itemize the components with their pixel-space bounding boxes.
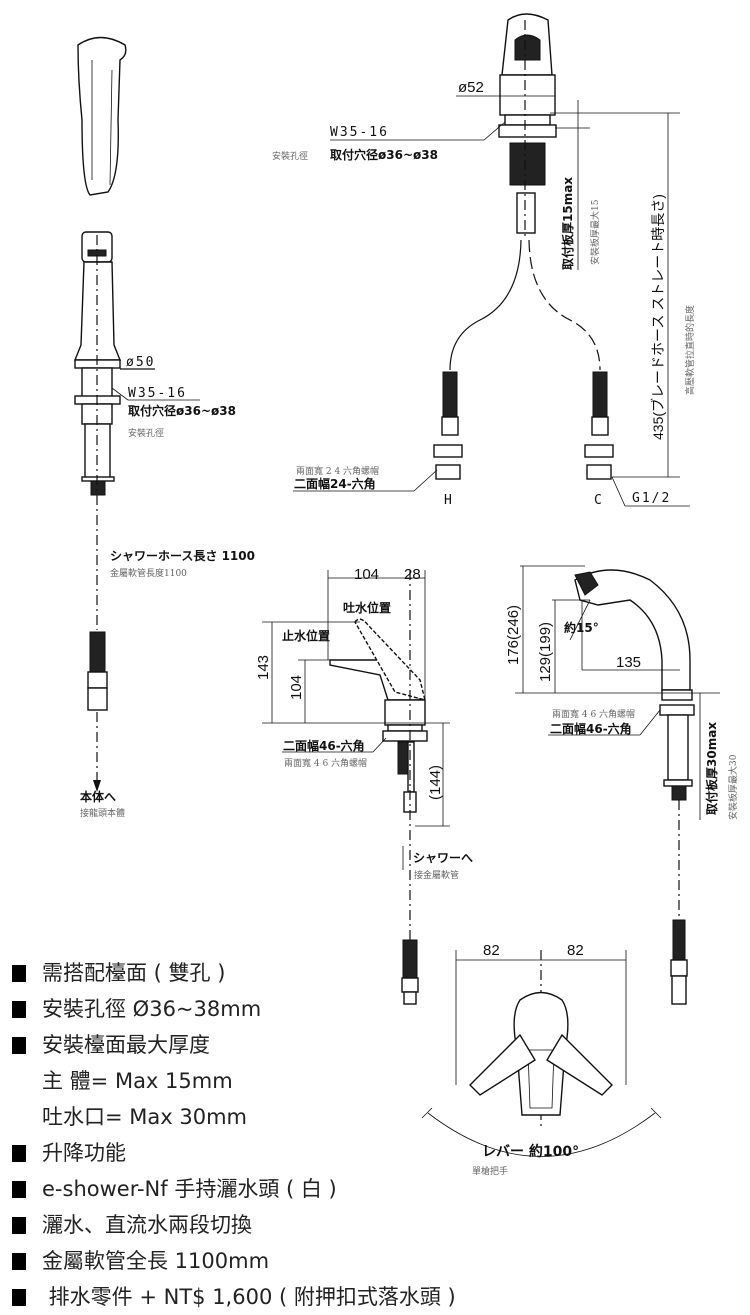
- spec-text: e-shower-Nf 手持灑水頭 ( 白 ): [42, 1177, 337, 1201]
- square-bullet-icon: [12, 1288, 26, 1306]
- spec-text: 吐水口= Max 30mm: [42, 1105, 247, 1129]
- square-bullet-icon: [12, 1000, 26, 1018]
- square-bullet-icon: [12, 1036, 26, 1054]
- hex-46-label-side: 二面幅46-六角: [283, 738, 365, 753]
- spout-base-assembly: [293, 13, 690, 507]
- angle-15-label: 約15°: [564, 620, 599, 635]
- spec-subitem: 吐水口= Max 30mm: [12, 1099, 456, 1135]
- spec-text: 需搭配檯面 ( 雙孔 ): [42, 961, 226, 985]
- dim-104-side: 104: [288, 675, 305, 700]
- hex-46-label-front-zh: 兩面寬 4 6 六角螺帽: [552, 708, 635, 720]
- to-body-label-zh: 接龍頭本體: [80, 807, 125, 819]
- spout-front-view: [515, 565, 720, 1005]
- spec-item: e-shower-Nf 手持灑水頭 ( 白 ): [12, 1171, 456, 1207]
- shower-hose-length-label-zh: 金屬軟管長度1100: [110, 567, 187, 579]
- to-shower-label: シャワーへ: [413, 851, 473, 865]
- thread-label-left: W35-16: [128, 386, 187, 401]
- faucet-side-view: [262, 570, 450, 1005]
- spec-text: 安裝檯面最大厚度: [42, 1033, 210, 1057]
- to-shower-label-zh: 接金屬軟管: [414, 869, 459, 881]
- diameter-50-label: ø50: [126, 355, 155, 370]
- cold-label: C: [594, 493, 604, 508]
- spec-text: 排水零件 + NT$ 1,600 ( 附押扣式落水頭 ): [42, 1285, 456, 1309]
- plate-thickness-label-top: 取付板厚15max: [560, 177, 575, 270]
- spec-list: 需搭配檯面 ( 雙孔 ) 安裝孔徑 Ø36~38mm 安裝檯面最大厚度 主 體=…: [12, 955, 456, 1315]
- dim-28: 28: [404, 566, 421, 583]
- hose-assembly-left: [73, 231, 200, 792]
- thread-label-top: W35-16: [330, 125, 389, 140]
- hex-24-label-zh: 兩面寬 2 4 六角螺帽: [296, 465, 379, 477]
- hex-46-label-front: 二面幅46-六角: [550, 721, 632, 736]
- dim-135: 135: [616, 654, 641, 671]
- hose-length-label-zh: 高壓軟管拉直時的長度: [684, 305, 696, 395]
- hole-diameter-label-left-zh: 安裝孔徑: [128, 427, 164, 439]
- spec-item: 安裝檯面最大厚度: [12, 1027, 456, 1063]
- spec-text: 金屬軟管全長 1100mm: [42, 1249, 270, 1273]
- dim-82-left: 82: [483, 942, 500, 959]
- dim-104-top: 104: [354, 566, 379, 583]
- spec-text: 主 體= Max 15mm: [42, 1069, 233, 1093]
- spec-item: 升降功能: [12, 1135, 456, 1171]
- shower-hose-length-label: シャワーホース長さ 1100: [110, 548, 255, 563]
- plate-thickness-label-front: 取付板厚30max: [704, 722, 719, 815]
- square-bullet-icon: [12, 1216, 26, 1234]
- dim-176: 176(246): [505, 605, 522, 665]
- spec-item: 排水零件 + NT$ 1,600 ( 附押扣式落水頭 ): [12, 1279, 456, 1315]
- spec-item: 灑水、直流水兩段切換: [12, 1207, 456, 1243]
- hex-46-label-side-zh: 兩面寬 4 6 六角螺帽: [284, 757, 367, 769]
- dim-144: (144): [427, 765, 444, 800]
- spec-text: 安裝孔徑 Ø36~38mm: [42, 997, 262, 1021]
- plate-thickness-label-top-zh: 安裝板厚最大15: [589, 199, 601, 265]
- dim-82-right: 82: [567, 942, 584, 959]
- hex-24-label: 二面幅24-六角: [294, 476, 376, 491]
- lever-angle-label: レバー 約100°: [482, 1143, 579, 1160]
- spec-item: 安裝孔徑 Ø36~38mm: [12, 991, 456, 1027]
- dim-129: 129(199): [537, 622, 554, 682]
- thread-g-label: G1/2: [632, 491, 671, 506]
- lever-label-zh: 單槍把手: [472, 1165, 508, 1177]
- stop-position-label: 止水位置: [282, 628, 330, 643]
- hose-length-435-label: 435(ブレードホース ストレート時長さ): [650, 194, 666, 440]
- shower-head-side-view: [77, 36, 127, 196]
- hole-diameter-label-top: 取付穴径ø36~ø38: [330, 147, 438, 162]
- spout-position-label: 吐水位置: [343, 600, 391, 615]
- spec-text: 灑水、直流水兩段切換: [42, 1213, 252, 1237]
- hot-label: H: [444, 493, 454, 508]
- square-bullet-icon: [12, 1144, 26, 1162]
- square-bullet-icon: [12, 1252, 26, 1270]
- diameter-52-label: ø52: [458, 79, 484, 96]
- lever-top-view: [421, 950, 662, 1157]
- dim-143: 143: [255, 655, 272, 680]
- to-body-label: 本体へ: [80, 789, 116, 804]
- spec-subitem: 主 體= Max 15mm: [12, 1063, 456, 1099]
- spec-item: 需搭配檯面 ( 雙孔 ): [12, 955, 456, 991]
- hole-diameter-label-top-zh: 安裝孔徑: [272, 150, 308, 162]
- hole-diameter-label-left: 取付穴径ø36~ø38: [128, 403, 236, 418]
- plate-thickness-label-front-zh: 安裝板厚最大30: [727, 754, 739, 820]
- spec-text: 升降功能: [42, 1141, 126, 1165]
- square-bullet-icon: [12, 964, 26, 982]
- spec-item: 金屬軟管全長 1100mm: [12, 1243, 456, 1279]
- square-bullet-icon: [12, 1180, 26, 1198]
